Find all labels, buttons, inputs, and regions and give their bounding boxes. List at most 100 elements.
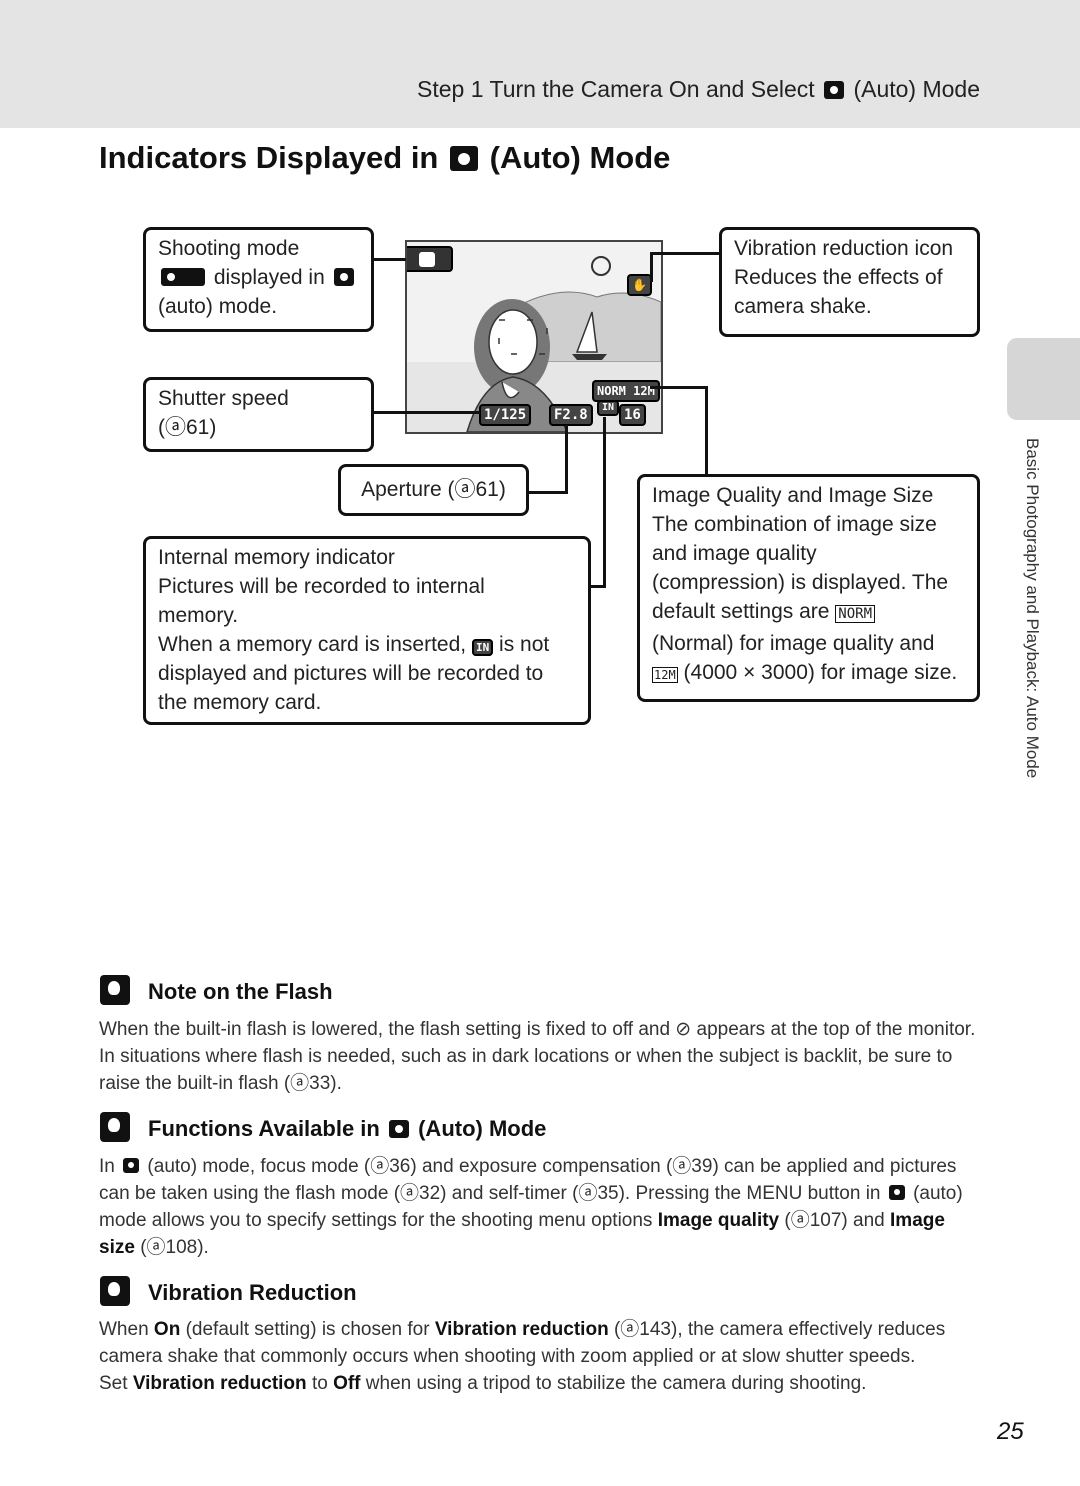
vibration-reduction-osd: ✋ xyxy=(627,274,652,296)
para-bold: On xyxy=(153,1319,181,1340)
auto-mode-icon xyxy=(888,1185,905,1200)
header-band xyxy=(0,0,1080,128)
callout-vibration-reduction: Vibration reduction icon Reduces the eff… xyxy=(719,227,980,337)
chapter-label: Basic Photography and Playback: Auto Mod… xyxy=(1023,438,1042,779)
callout-line: (auto) mode. xyxy=(158,295,278,318)
callout-line: displayed and pictures will be recorded … xyxy=(158,662,544,685)
page-number: 25 xyxy=(997,1418,1024,1445)
image-size-icon: 12M xyxy=(652,667,678,683)
size-value: 12M xyxy=(633,384,655,398)
note-icon xyxy=(100,1112,130,1142)
para-text: (ⓐ107) and xyxy=(784,1210,885,1231)
callout-line: Reduces the effects of xyxy=(734,266,943,289)
callout-line: Vibration reduction icon xyxy=(734,237,954,260)
para-text: (auto) mode, focus mode (ⓐ36) and exposu… xyxy=(99,1156,957,1204)
vr-text: When On (default setting) is chosen for … xyxy=(99,1316,979,1397)
page-title-text: Indicators Displayed in xyxy=(99,140,439,175)
para-text: (ⓐ108). xyxy=(140,1237,209,1258)
callout-shooting-mode: Shooting mode displayed in (auto) mode. xyxy=(143,227,374,332)
para-text: when using a tripod to stabilize the cam… xyxy=(365,1373,867,1394)
callout-line: the memory card. xyxy=(158,691,322,714)
callout-line: When a memory card is inserted, IN is no… xyxy=(158,630,576,659)
connector xyxy=(372,411,480,414)
callout-line: memory. xyxy=(158,604,239,627)
frames-remaining-osd: 16 xyxy=(619,404,646,426)
connector xyxy=(603,417,606,588)
callout-line: 12M (4000 × 3000) for image size. xyxy=(652,658,965,690)
note-icon xyxy=(100,1276,130,1306)
callout-line: (ⓐ61) xyxy=(158,416,217,439)
callout-line: (compression) is displayed. The xyxy=(652,571,949,594)
heading-text: Vibration Reduction xyxy=(148,1280,357,1305)
para-text: (default setting) is chosen for xyxy=(185,1319,430,1340)
callout-line: displayed in xyxy=(158,263,359,292)
para-bold: Image quality xyxy=(657,1210,780,1231)
callout-line: Internal memory indicator xyxy=(158,546,395,569)
internal-memory-osd: IN xyxy=(597,400,620,416)
internal-memory-icon: IN xyxy=(471,639,494,656)
callout-image-quality: Image Quality and Image Size The combina… xyxy=(637,474,980,702)
para-text: Set xyxy=(99,1373,128,1394)
para-text: (auto) mode allows you to specify settin… xyxy=(99,1183,963,1231)
connector xyxy=(650,252,653,282)
para-text: (ⓐ143), the camera effectively reduces c… xyxy=(99,1319,946,1367)
callout-aperture: Aperture (ⓐ61) xyxy=(338,464,529,516)
auto-mode-icon xyxy=(388,1120,409,1138)
aperture-osd: F2.8 xyxy=(549,404,593,426)
connector xyxy=(588,585,606,588)
connector xyxy=(372,258,406,261)
quality-osd: NORM 12M xyxy=(592,380,660,402)
functions-text: In (auto) mode, focus mode (ⓐ36) and exp… xyxy=(99,1153,979,1261)
page-title: Indicators Displayed in (Auto) Mode xyxy=(99,140,670,176)
callout-text: is not xyxy=(499,633,550,656)
connector xyxy=(565,425,568,494)
shooting-mode-osd xyxy=(407,246,453,272)
auto-mode-icon xyxy=(333,268,354,286)
callout-line: The combination of image size xyxy=(652,513,937,536)
step-title-suffix: (Auto) Mode xyxy=(853,76,980,102)
step-title: Step 1 Turn the Camera On and Select (Au… xyxy=(417,76,980,103)
callout-internal-memory: Internal memory indicator Pictures will … xyxy=(143,536,591,725)
flash-off-icon xyxy=(591,256,611,276)
note-icon xyxy=(100,975,130,1005)
callout-line: Shooting mode xyxy=(158,237,300,260)
heading-text: (Auto) Mode xyxy=(418,1116,547,1141)
camera-monitor-illustration: ✋ NORM 12M 1/125 F2.8 IN 16 xyxy=(405,240,663,434)
normal-quality-icon: NORM xyxy=(835,605,876,623)
callout-line: (Normal) for image quality and xyxy=(652,632,935,655)
callout-line: Shutter speed xyxy=(158,387,289,410)
connector xyxy=(527,491,567,494)
callout-shutter-speed: Shutter speed (ⓐ61) xyxy=(143,377,374,452)
para-text: In xyxy=(99,1156,115,1177)
callout-line: default settings are NORM xyxy=(652,597,965,629)
callout-text: default settings are xyxy=(652,600,830,623)
note-flash-text: When the built-in flash is lowered, the … xyxy=(99,1019,976,1094)
para-bold: Vibration reduction xyxy=(132,1373,307,1394)
heading-text: Functions Available in xyxy=(148,1116,380,1141)
callout-text: When a memory card is inserted, xyxy=(158,633,467,656)
callout-line: and image quality xyxy=(652,542,817,565)
vr-heading: Vibration Reduction xyxy=(100,1276,357,1306)
para-text: to xyxy=(311,1373,328,1394)
para-bold: Off xyxy=(333,1373,361,1394)
callout-line: Image Quality and Image Size xyxy=(652,484,934,507)
step-title-text: Step 1 Turn the Camera On and Select xyxy=(417,76,815,102)
auto-mode-icon xyxy=(419,251,435,267)
para-text: When xyxy=(99,1319,149,1340)
heading-text: Note on the Flash xyxy=(148,979,333,1004)
functions-heading: Functions Available in (Auto) Mode xyxy=(100,1112,546,1142)
note-flash-heading: Note on the Flash xyxy=(100,975,333,1005)
connector xyxy=(705,386,708,476)
chapter-tab xyxy=(1007,338,1080,420)
quality-value: NORM xyxy=(597,384,626,398)
para-bold: Image size xyxy=(99,1210,945,1258)
callout-line: camera shake. xyxy=(734,295,872,318)
auto-mode-icon xyxy=(450,146,478,171)
callout-text: displayed in xyxy=(213,266,325,289)
connector xyxy=(650,386,708,389)
auto-mode-icon xyxy=(123,1158,140,1173)
page-title-suffix: (Auto) Mode xyxy=(489,140,671,175)
shutter-osd: 1/125 xyxy=(479,404,532,426)
auto-mode-icon xyxy=(824,81,845,99)
callout-text: (4000 × 3000) for image size. xyxy=(683,661,958,684)
